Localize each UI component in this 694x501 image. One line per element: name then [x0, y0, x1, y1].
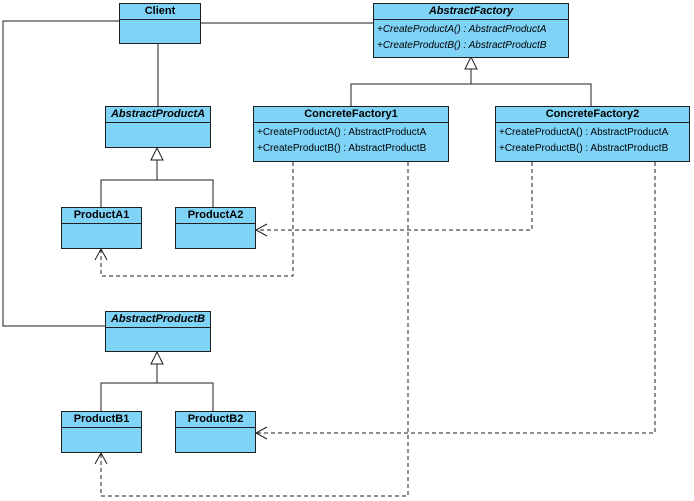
operation-create-product-a: +CreateProductA() : AbstractProductA — [377, 24, 547, 35]
association-client-abstract-product-b — [2, 20, 120, 327]
class-name: Client — [120, 4, 200, 20]
dependency-arrowhead-product-b2 — [254, 426, 268, 440]
operation-create-product-a: +CreateProductA() : AbstractProductA — [499, 127, 669, 138]
class-name: ConcreteFactory2 — [496, 107, 689, 123]
operation-create-product-b: +CreateProductB() : AbstractProductB — [377, 40, 547, 51]
class-name: AbstractFactory — [374, 4, 568, 20]
operations-compartment: +CreateProductA() : AbstractProductA +Cr… — [254, 123, 448, 157]
generalization-arrowhead-abstract-factory — [464, 55, 478, 70]
class-product-a2[interactable]: ProductA2 — [175, 207, 256, 249]
operation-create-product-b: +CreateProductB() : AbstractProductB — [499, 143, 669, 154]
generalization-arrowhead-abstract-product-b — [150, 350, 164, 365]
class-name: AbstractProductB — [106, 312, 210, 328]
class-concrete-factory-1[interactable]: ConcreteFactory1 +CreateProductA() : Abs… — [253, 106, 449, 162]
operation-create-product-b: +CreateProductB() : AbstractProductB — [257, 143, 427, 154]
dependency-factory2-product-a2 — [256, 162, 533, 231]
class-concrete-factory-2[interactable]: ConcreteFactory2 +CreateProductA() : Abs… — [495, 106, 690, 162]
class-name: AbstractProductA — [106, 107, 210, 123]
class-name: ProductB1 — [62, 412, 141, 428]
generalization-arrowhead-abstract-product-a — [150, 146, 164, 161]
dependency-factory1-product-a1 — [100, 162, 294, 277]
class-name: ProductB2 — [176, 412, 255, 428]
class-abstract-product-b[interactable]: AbstractProductB — [105, 311, 211, 352]
operations-compartment: +CreateProductA() : AbstractProductA +Cr… — [496, 123, 689, 157]
dependency-arrowhead-product-b1 — [94, 451, 108, 465]
operation-create-product-a: +CreateProductA() : AbstractProductA — [257, 127, 427, 138]
generalization-products-a-abstract-product-a — [100, 160, 214, 207]
class-abstract-factory[interactable]: AbstractFactory +CreateProductA() : Abst… — [373, 3, 569, 58]
class-name: ProductA1 — [62, 208, 141, 224]
generalization-products-b-abstract-product-b — [100, 364, 214, 411]
class-product-b1[interactable]: ProductB1 — [61, 411, 142, 453]
dependency-factory2-product-b2 — [256, 162, 656, 434]
class-product-b2[interactable]: ProductB2 — [175, 411, 256, 453]
operations-compartment: +CreateProductA() : AbstractProductA +Cr… — [374, 20, 568, 54]
class-abstract-product-a[interactable]: AbstractProductA — [105, 106, 211, 148]
class-client[interactable]: Client — [119, 3, 201, 44]
class-product-a1[interactable]: ProductA1 — [61, 207, 142, 249]
dependency-arrowhead-product-a2 — [254, 223, 268, 237]
class-name: ProductA2 — [176, 208, 255, 224]
dependency-arrowhead-product-a1 — [94, 247, 108, 261]
generalization-concrete-factories-abstract-factory — [350, 69, 592, 106]
class-name: ConcreteFactory1 — [254, 107, 448, 123]
